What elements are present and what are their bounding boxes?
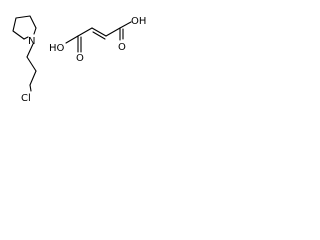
chemical-structure-diagram: N Cl OH O HO O [12,15,146,104]
chain-bond-3 [29,70,37,86]
chlorine-label: Cl [21,93,31,104]
chain-bond-1 [26,43,34,58]
c2-c3-double-bond [92,31,106,40]
ring-bond-n-left [23,36,29,40]
ring-bond-n-right [33,27,37,35]
oxygen-label-top-right: O [118,42,126,53]
hydroxyl-label-bottom-left: HO [49,43,65,54]
maleic-acid-skeleton [65,21,132,53]
c2-c3-bond [91,27,107,37]
hydroxyl-label-top-right: OH [131,16,146,27]
c4-oh-bond [65,35,79,44]
ring-bonds [12,15,37,40]
c1-oh-bond [119,21,132,29]
chain-bond-2 [26,56,37,72]
c3-c4-bond [77,27,93,37]
propyl-chain [26,43,37,92]
chain-bond-cl [29,84,32,92]
oxygen-label-bottom-left: O [76,53,84,64]
nitrogen-label: N [28,36,35,47]
pyrrolidine-ring [12,15,37,40]
c1-c2-bond [105,27,121,37]
